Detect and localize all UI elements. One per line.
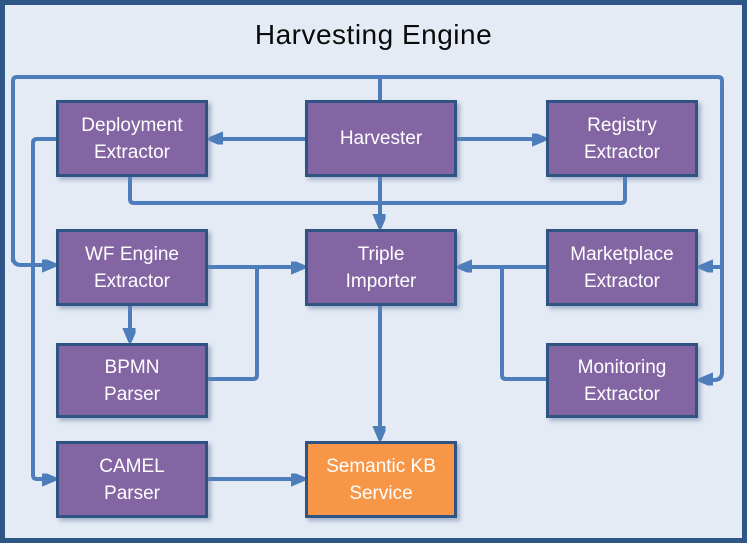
node-marketplace-extractor: Marketplace Extractor xyxy=(546,229,698,306)
edge-monitoring-join xyxy=(500,269,546,381)
node-bpmn-parser: BPMN Parser xyxy=(56,343,208,418)
edge-deployment-registry-merge-bus xyxy=(128,177,627,205)
node-camel-parser: CAMEL Parser xyxy=(56,441,208,518)
node-harvester: Harvester xyxy=(305,100,457,177)
node-wf-engine-extractor: WF Engine Extractor xyxy=(56,229,208,306)
node-registry-extractor: Registry Extractor xyxy=(546,100,698,177)
diagram-title: Harvesting Engine xyxy=(254,19,493,50)
edge-top-bus xyxy=(11,75,724,374)
node-monitoring-extractor: Monitoring Extractor xyxy=(546,343,698,418)
edge-bpmn-join xyxy=(208,269,259,381)
node-deployment-extractor: Deployment Extractor xyxy=(56,100,208,177)
node-semantic-kb-service: Semantic KB Service xyxy=(305,441,457,518)
edge-harvester-to-wf-engine xyxy=(11,256,54,265)
edge-harvester-to-monitoring xyxy=(701,371,724,380)
node-triple-importer: Triple Importer xyxy=(305,229,457,306)
edge-deployment-to-camel xyxy=(31,137,56,479)
